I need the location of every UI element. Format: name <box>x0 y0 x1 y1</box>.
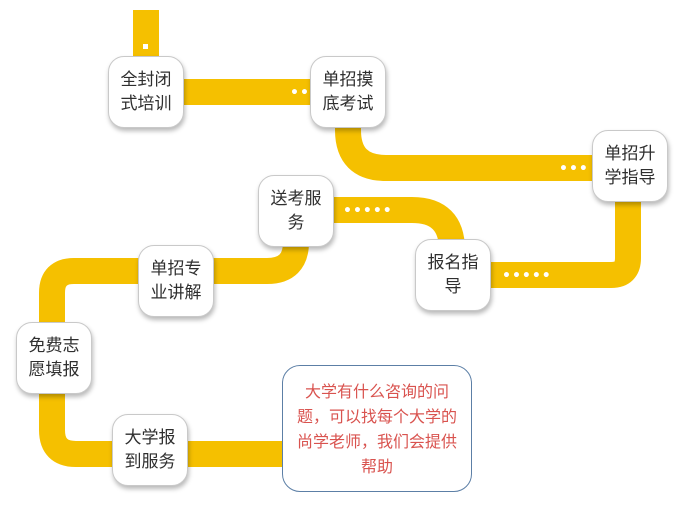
step-major-explanation: 单招专业讲解 <box>138 245 214 317</box>
step-label: 送考服务 <box>270 189 322 233</box>
step-university-check-in: 大学报到服务 <box>112 414 188 486</box>
road-dots: ••••• <box>343 203 393 219</box>
step-label: 报名指导 <box>427 253 479 297</box>
step-label: 大学报到服务 <box>124 428 176 472</box>
step-label: 免费志愿填报 <box>28 336 80 380</box>
road-dots: •• <box>290 85 310 101</box>
note-text: 大学有什么咨询的问题，可以找每个大学的尚学老师，我们会提供帮助 <box>296 381 457 476</box>
step-label: 单招升学指导 <box>604 144 656 188</box>
road-dots: ••• <box>559 161 589 177</box>
step-exam-escort: 送考服务 <box>258 175 334 247</box>
step-label: 单招摸底考试 <box>322 70 374 114</box>
step-full-closed-training: 全封闭式培训 <box>108 56 184 128</box>
step-volunteer-filling: 免费志愿填报 <box>16 322 92 394</box>
step-registration-guidance: 报名指导 <box>415 239 491 311</box>
road-dots: ••••• <box>502 268 552 284</box>
step-label: 单招专业讲解 <box>150 259 202 303</box>
step-admission-guidance: 单招升学指导 <box>592 130 668 202</box>
consultation-note: 大学有什么咨询的问题，可以找每个大学的尚学老师，我们会提供帮助 <box>282 365 472 492</box>
step-label: 全封闭式培训 <box>120 70 172 114</box>
yellow-road <box>39 10 641 467</box>
step-mock-exam: 单招摸底考试 <box>310 56 386 128</box>
road-dot <box>143 44 148 49</box>
